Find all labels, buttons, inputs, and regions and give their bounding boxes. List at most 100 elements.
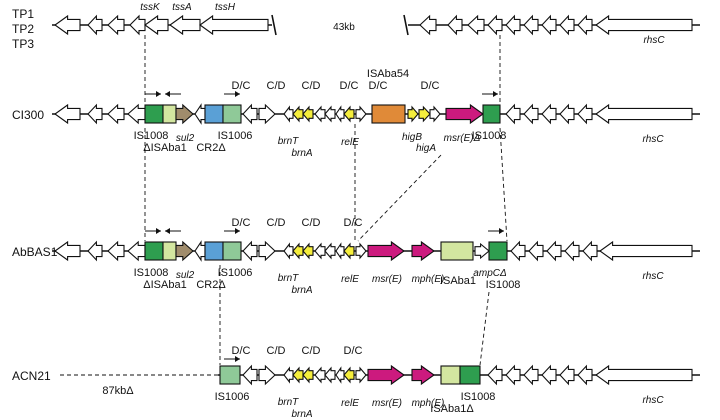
acn21-gene-r-2 <box>523 364 539 386</box>
abbas1-rhsC-gene <box>599 240 693 262</box>
tp-gene-r-5 <box>523 14 539 36</box>
tp-rhsC-label: rhsC <box>643 35 665 46</box>
abbas1-gene-a <box>242 240 258 262</box>
ci300-brnT-label: brnT <box>278 136 299 147</box>
abbas1-mphE <box>411 240 435 262</box>
tp-gene-r-0 <box>419 14 437 36</box>
abbas1-brnT <box>292 242 304 260</box>
abbas1-msrE <box>367 240 405 262</box>
ci300-isaba54-label: ISAba54 <box>367 68 409 80</box>
tp-gene-3 <box>129 14 146 36</box>
ci300-gene-g <box>355 105 367 123</box>
abbas1-gene-f <box>335 242 345 260</box>
acn21-relE-label: relE <box>341 398 359 409</box>
ci300-sul2-label: sul2 <box>176 133 195 144</box>
ci300-gene-d <box>314 105 326 123</box>
ci300-gene-e <box>324 105 336 123</box>
abbas1-gene-r-3 <box>564 240 580 262</box>
acn21-cd-2: C/D <box>302 345 321 357</box>
abbas1-is1008-dir <box>145 228 161 234</box>
ci300-gene-r-1 <box>523 103 539 125</box>
abbas1-sul2 <box>175 240 194 262</box>
ci300-msrE <box>445 103 484 125</box>
ci300-gene-r-3 <box>559 103 575 125</box>
abbas1-isaba1-b <box>440 241 474 261</box>
abbas1-isaba1-b-label: ISAba1 <box>440 275 476 287</box>
acn21-dc-1: D/C <box>232 345 251 357</box>
ci300-is1008-b <box>482 104 501 124</box>
tp-gene-2 <box>107 14 125 36</box>
ci300-is1006 <box>222 104 242 124</box>
tp-gene-r-7 <box>559 14 575 36</box>
acn21-gene-r-0 <box>487 364 503 386</box>
abbas1-cr2-label: CR2Δ <box>196 279 226 291</box>
abbas1-relE <box>343 242 355 260</box>
ci300-orf <box>194 103 206 125</box>
connector-ci300-abbas1-right <box>499 127 508 242</box>
ci300-gene-2 <box>107 103 125 125</box>
abbas1-gene-d <box>314 242 326 260</box>
ci300-relE <box>343 105 355 123</box>
ci300-is1008-b-dir <box>482 91 498 97</box>
ci300-is1008 <box>144 104 164 124</box>
acn21-gene-r-5 <box>577 364 593 386</box>
abbas1-gene-g <box>355 242 367 260</box>
connector-abbas1-acn21-right <box>479 291 490 366</box>
tssK-label: tssK <box>140 2 161 13</box>
tp-break-right <box>403 14 409 36</box>
abbas1-sul2-label: sul2 <box>176 270 195 281</box>
ci300-rhsC-label: rhsC <box>642 134 664 145</box>
tp-gene-r-3 <box>487 14 503 36</box>
abbas1-orf <box>194 240 206 262</box>
tp3-label: TP3 <box>12 37 34 51</box>
acn21-relE <box>343 366 355 384</box>
ci300-brnA-label: brnA <box>291 148 312 159</box>
acn21-isaba1-label: ISAba1Δ <box>430 403 474 415</box>
abbas1-gene-c <box>283 242 294 260</box>
tp-gap-label: 43kb <box>333 22 355 33</box>
abbas1-gene-0 <box>54 240 81 262</box>
genes <box>54 14 693 386</box>
ci300-relE-label: relE <box>341 137 359 148</box>
ci300-higB-label: higB <box>402 132 422 143</box>
acn21-msrE-label: msr(E) <box>372 398 402 409</box>
acn21-is1006-dir <box>224 356 240 362</box>
ci300-sul2 <box>175 103 194 125</box>
ci300-is1008-label: IS1008 <box>134 130 169 142</box>
acn21-gene-f <box>335 366 345 384</box>
acn21-gene-b <box>258 364 276 386</box>
acn21-rhsC-gene <box>595 364 693 386</box>
acn21-gene-g <box>355 366 367 384</box>
abbas1-ampC <box>474 242 490 260</box>
ci300-gene-r-2 <box>541 103 557 125</box>
tssH-label: tssH <box>215 2 236 13</box>
ci300-gene-r-4 <box>577 103 593 125</box>
abbas1-cd-2: C/D <box>302 217 321 229</box>
acn21-brnA <box>302 366 314 384</box>
abbas1-cr2 <box>204 241 224 261</box>
abbas1-isaba1 <box>162 241 177 261</box>
acn21-brnT <box>292 366 304 384</box>
ci300-label: CI300 <box>12 108 44 122</box>
ci300-brnT <box>292 105 304 123</box>
homology-connectors <box>144 35 508 366</box>
ci300-higA-label: higA <box>416 143 436 154</box>
ci300-isaba1-dir <box>165 91 181 97</box>
ci300-gene-1 <box>87 103 103 125</box>
abbas1-relE-label: relE <box>341 274 359 285</box>
acn21-msrE <box>367 364 405 386</box>
acn21-gene-e <box>324 366 336 384</box>
abbas1-dc-1: D/C <box>232 217 251 229</box>
ci300-isaba1-label: ΔISAba1 <box>143 142 186 154</box>
acn21-deletion-label: 87kbΔ <box>102 385 134 397</box>
tssK-gene <box>144 14 169 36</box>
ci300-gene-f <box>335 105 345 123</box>
tp-break <box>271 14 277 36</box>
ci300-higB <box>407 105 419 123</box>
ci300-cd-1: C/D <box>267 80 286 92</box>
tssA-label: tssA <box>172 2 192 13</box>
ci300-isaba1 <box>162 104 177 124</box>
tp-gene-r-1 <box>447 14 463 36</box>
ci300-dc-1: D/C <box>232 80 251 92</box>
tssH-gene <box>199 14 269 36</box>
